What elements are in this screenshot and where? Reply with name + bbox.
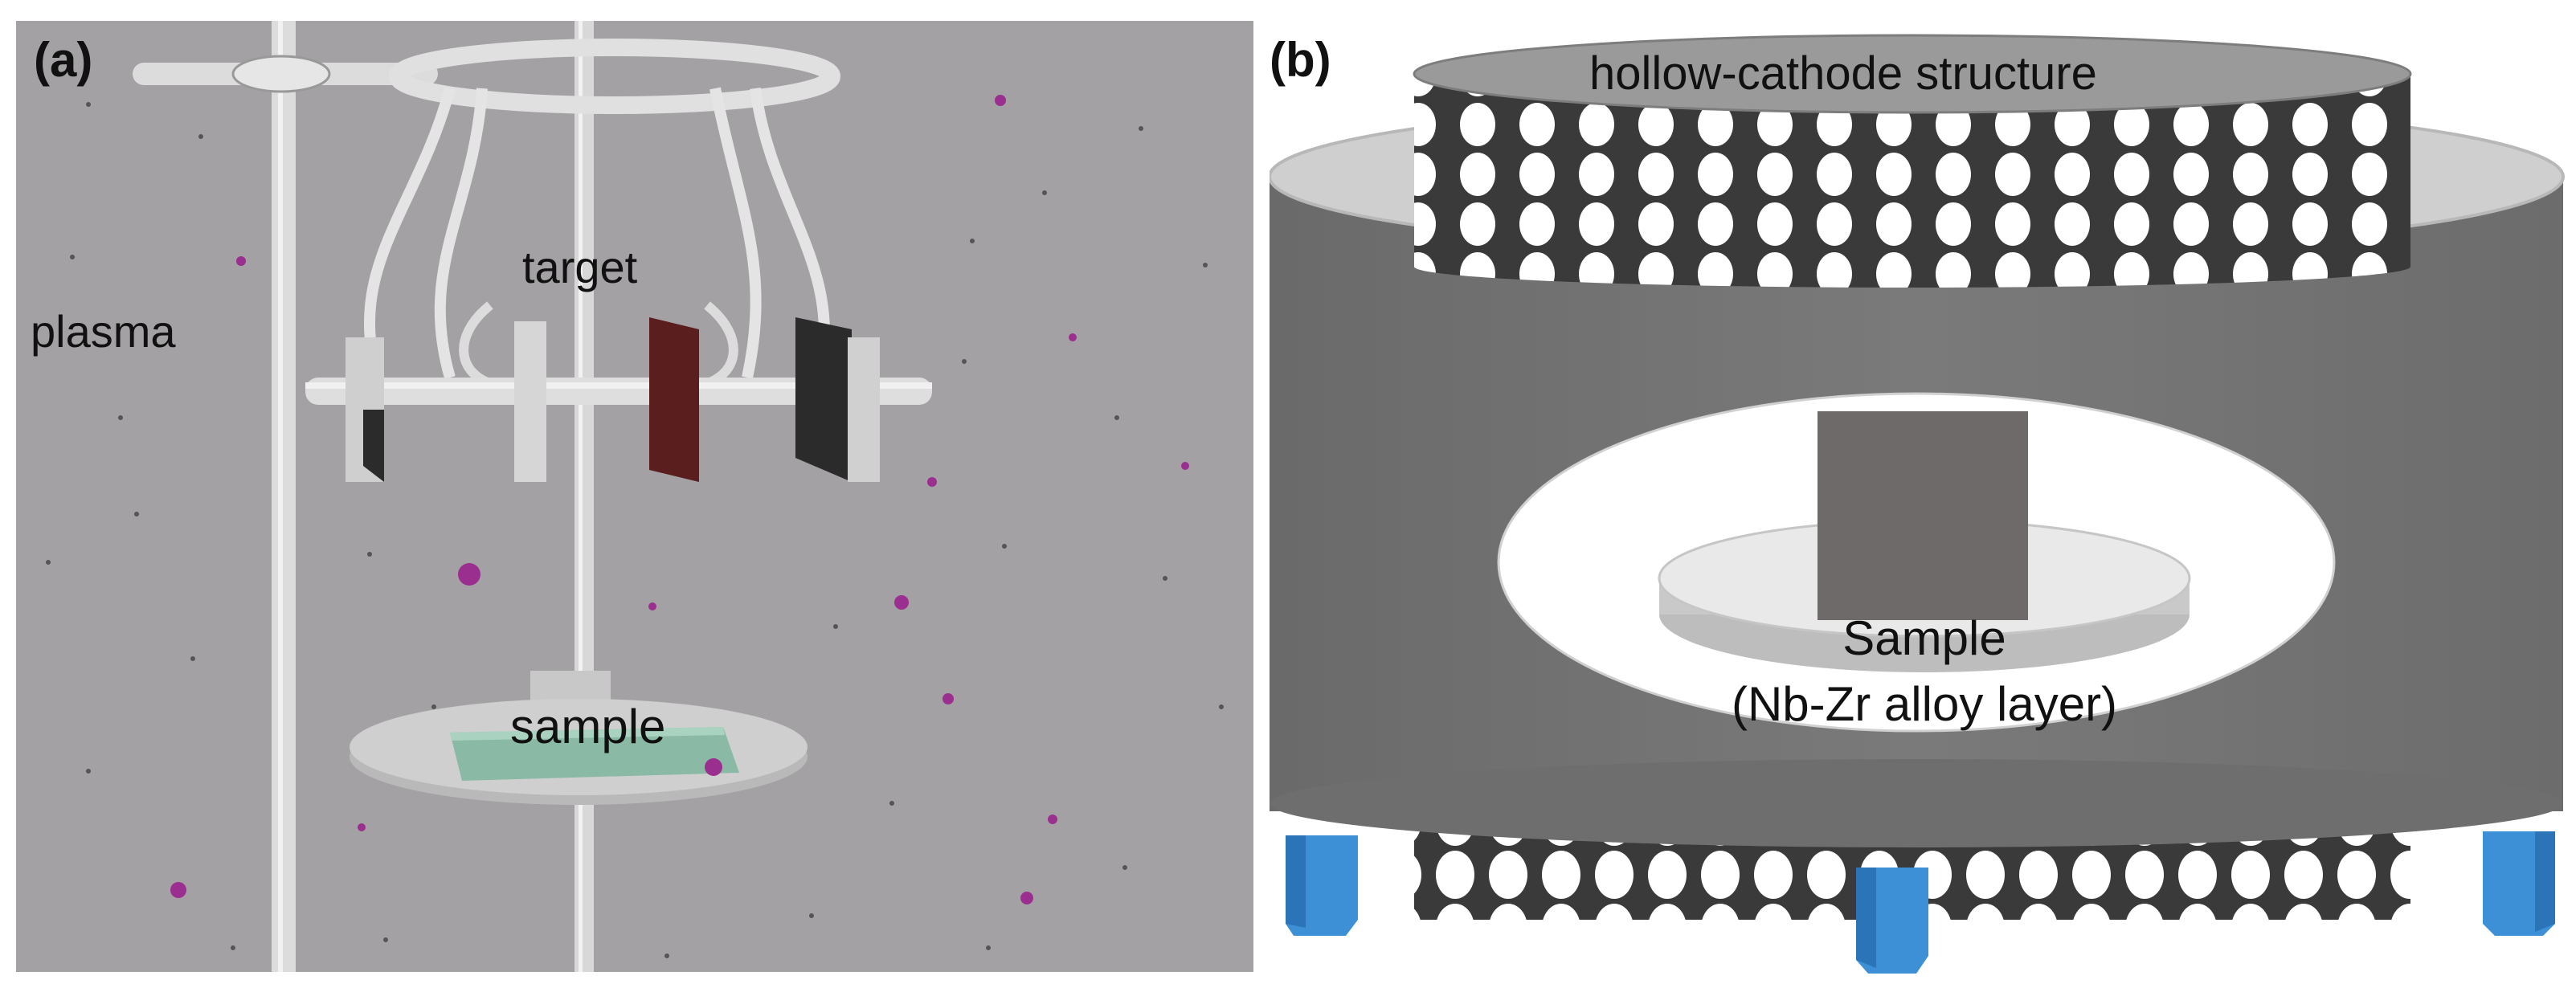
sample-substrate (450, 727, 739, 781)
left-rod (272, 21, 296, 972)
target-plate-2 (795, 317, 852, 482)
sample-label-line2: (Nb-Zr alloy layer) (1731, 677, 2118, 731)
panel-a-letter: (a) (34, 33, 93, 87)
panel-b-letter: (b) (1270, 33, 1331, 87)
target-plate-red (649, 317, 699, 482)
target-label: target (522, 242, 638, 292)
plasma-label: plasma (31, 306, 176, 357)
dust-specks (46, 102, 1224, 958)
panel-a-illustration (16, 21, 1253, 972)
panel-b-hollow-cathode: (b) hollow-cathode structure Sample (Nb-… (1270, 0, 2576, 988)
center-rod (574, 21, 594, 972)
panel-a-sputter-chamber: (a) plasma target sample (0, 0, 1270, 988)
hollow-cathode-top (1413, 34, 2412, 114)
sample-square (1818, 411, 2028, 620)
panel-b-illustration (1270, 34, 2565, 974)
chamber-background (16, 21, 1253, 972)
sample-label-line1: Sample (1842, 611, 2006, 665)
hollow-cathode-label: hollow-cathode structure (1589, 47, 2097, 100)
target-clamp (514, 321, 546, 482)
target-plate-1 (363, 410, 384, 482)
sample-label: sample (510, 700, 666, 753)
top-ring (389, 39, 840, 114)
plasma-particles (170, 95, 1189, 904)
